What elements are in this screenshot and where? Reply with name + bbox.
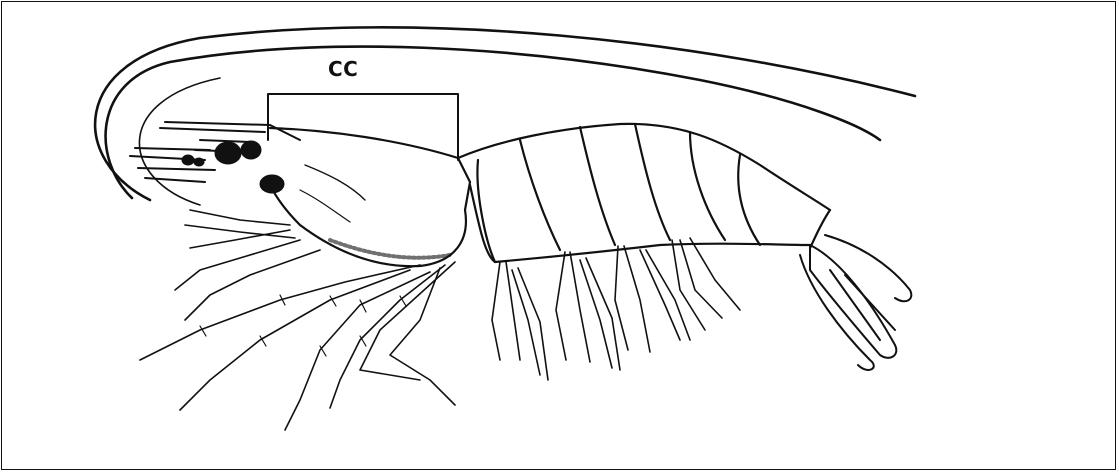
- carapace: [270, 128, 470, 266]
- antennae: [95, 27, 915, 205]
- carapace-shading: [330, 240, 450, 258]
- walking-legs: [140, 210, 455, 430]
- abdomen: [458, 124, 830, 262]
- cc-label: CC: [328, 57, 388, 81]
- tail-fan: [800, 235, 911, 370]
